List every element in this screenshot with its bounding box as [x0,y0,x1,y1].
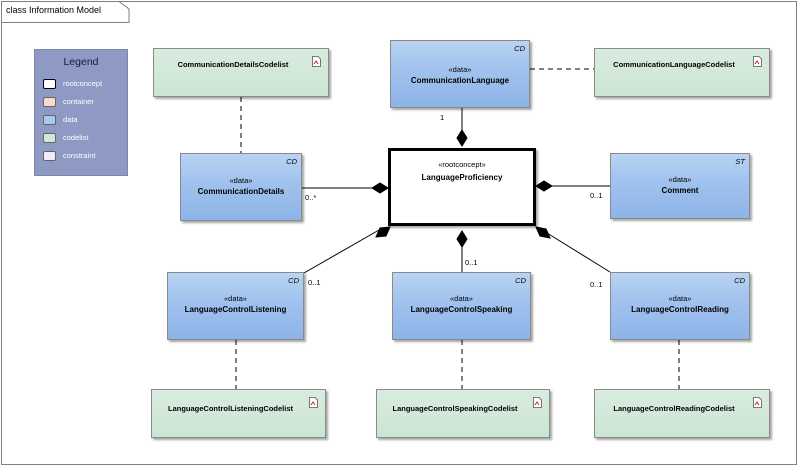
multiplicity-listening: 0..1 [308,278,321,287]
codelist-language-control-listening[interactable]: LanguageControlListeningCodelist [151,389,326,438]
legend-item-data: data [43,114,127,128]
legend-item-codelist: codelist [43,132,127,146]
composition-diamond-bottom [456,230,468,248]
class-language-control-speaking[interactable]: CD «data» LanguageControlSpeaking [392,272,531,340]
legend-title: Legend [63,56,99,68]
codelist-document-icon [753,397,762,408]
legend-label: constraint [63,151,96,160]
legend-label: container [63,97,94,106]
codelist-document-icon [533,397,542,408]
codelist-communication-language[interactable]: CommunicationLanguageCodelist [594,48,770,97]
codelist-name: CommunicationLanguageCodelist [613,60,735,69]
class-name: LanguageProficiency [421,173,503,182]
codelist-name: CommunicationDetailsCodelist [177,60,289,69]
class-type: CD [288,276,299,285]
class-type: CD [515,276,526,285]
legend-swatch-container [43,97,56,107]
composition-diamond-bottom-right [535,226,551,239]
class-stereotype: «data» [668,294,692,303]
codelist-language-control-reading[interactable]: LanguageControlReadingCodelist [594,389,770,438]
class-name: LanguageControlSpeaking [410,305,513,314]
class-name: CommunicationDetails [197,187,285,196]
composition-diamond-left [371,182,389,194]
class-name: CommunicationLanguage [410,76,510,85]
class-name: LanguageControlReading [631,305,729,314]
class-stereotype: «data» [448,65,472,74]
class-communication-details[interactable]: CD «data» CommunicationDetails [180,153,302,221]
codelist-communication-details[interactable]: CommunicationDetailsCodelist [153,48,329,97]
frame-title: class Information Model [6,5,102,15]
association-reading [546,232,611,273]
multiplicity-reading: 0..1 [590,280,603,289]
legend-label: rootconcept [63,79,103,88]
codelist-document-icon [312,56,321,67]
codelist-document-icon [309,397,318,408]
class-language-control-reading[interactable]: CD «data» LanguageControlReading [610,272,750,340]
legend-label: codelist [63,133,89,142]
legend-item-rootconcept: rootconcept [43,78,127,92]
class-stereotype: «data» [668,175,692,184]
class-language-control-listening[interactable]: CD «data» LanguageControlListening [167,272,304,340]
legend-label: data [63,115,78,124]
class-type: CD [286,157,297,166]
class-name: Comment [661,186,699,195]
class-stereotype: «data» [229,176,253,185]
class-language-proficiency[interactable]: «rootconcept» LanguageProficiency [388,148,536,226]
class-type: ST [735,157,745,166]
multiplicity-comm-language: 1 [440,113,445,122]
legend: Legend rootconcept container data codeli… [34,49,128,176]
association-listening [303,229,380,274]
multiplicity-comment: 0..1 [590,191,603,200]
legend-item-constraint: constraint [43,150,127,164]
legend-item-container: container [43,96,127,110]
codelist-name: LanguageControlSpeakingCodelist [392,404,518,413]
class-communication-language[interactable]: CD «data» CommunicationLanguage [390,40,530,108]
class-type: CD [734,276,745,285]
legend-swatch-codelist [43,133,56,143]
class-comment[interactable]: ST «data» Comment [610,153,750,219]
multiplicity-comm-details: 0..* [305,193,317,202]
frame-title-tab [1,1,130,23]
class-stereotype: «rootconcept» [438,160,486,169]
composition-diamond-bottom-left [375,226,391,238]
class-stereotype: «data» [450,294,473,303]
codelist-name: LanguageControlReadingCodelist [613,404,735,413]
composition-diamond-right [535,180,553,192]
class-name: LanguageControlListening [184,305,287,314]
codelist-document-icon [753,56,762,67]
codelist-language-control-speaking[interactable]: LanguageControlSpeakingCodelist [376,389,550,438]
multiplicity-speaking: 0..1 [465,258,478,267]
legend-swatch-rootconcept [43,79,56,89]
codelist-name: LanguageControlListeningCodelist [168,404,293,413]
legend-swatch-constraint [43,151,56,161]
class-stereotype: «data» [224,294,247,303]
composition-diamond-top [456,129,468,147]
class-type: CD [514,44,525,53]
legend-swatch-data [43,115,56,125]
